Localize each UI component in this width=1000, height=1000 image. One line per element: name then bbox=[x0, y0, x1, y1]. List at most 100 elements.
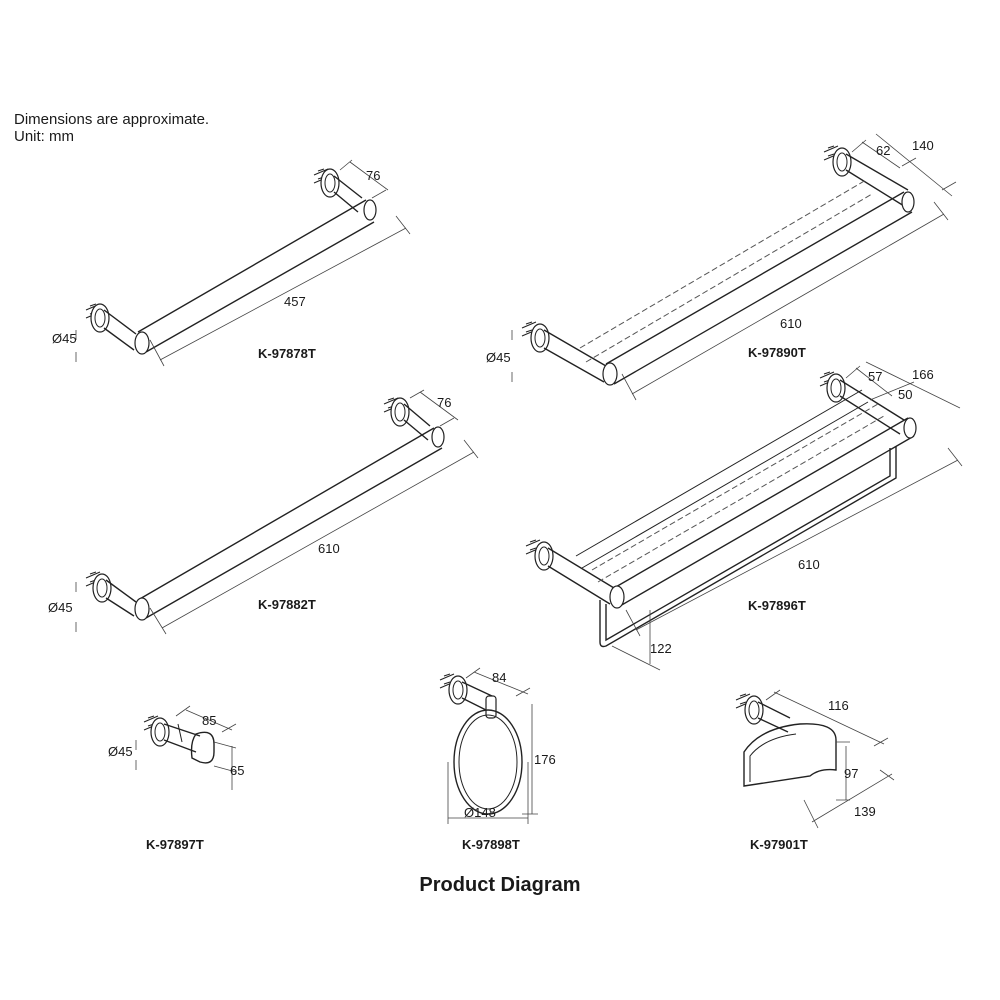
dim-diameter: Ø45 bbox=[486, 350, 511, 365]
bar-end-cap bbox=[901, 191, 915, 213]
model-label: K-97898T bbox=[462, 837, 520, 852]
post-left bbox=[105, 579, 137, 617]
dim-projection-total: 140 bbox=[912, 138, 934, 153]
product-k97882t: 610 76 Ø45 K-97882T bbox=[48, 389, 479, 635]
product-k97878t: 457 76 Ø45 K-97878T bbox=[52, 159, 411, 367]
post-left bbox=[103, 309, 137, 351]
ring-holder bbox=[485, 695, 497, 719]
back-bar-hidden bbox=[579, 179, 873, 363]
paper-holder-cover bbox=[743, 723, 837, 787]
hook-post bbox=[163, 723, 201, 753]
cover-inner-edge bbox=[749, 733, 797, 782]
middle-shelf-rail-hidden bbox=[591, 403, 885, 583]
wall-mount-left bbox=[85, 571, 112, 603]
dim-width: 139 bbox=[854, 804, 876, 819]
towel-ring-inner bbox=[458, 714, 518, 810]
note-unit: Unit: mm bbox=[14, 128, 74, 145]
wall-mount bbox=[143, 715, 170, 747]
dim-projection-front: 62 bbox=[876, 143, 890, 158]
dim-length: 457 bbox=[284, 294, 306, 309]
bar-end-cap bbox=[134, 331, 150, 355]
towel-ring-outer bbox=[453, 709, 523, 815]
dim-line-ring-diameter bbox=[447, 762, 529, 824]
dim-diameter: Ø45 bbox=[52, 331, 77, 346]
wall-mount-left bbox=[85, 303, 110, 333]
product-k97901t: 116 97 139 K-97901T bbox=[735, 689, 895, 852]
bar-end-cap bbox=[363, 199, 377, 221]
product-k97896t: 610 57 50 166 122 K-97896T bbox=[525, 361, 963, 671]
model-label: K-97897T bbox=[146, 837, 204, 852]
towel-bar bbox=[137, 199, 375, 353]
dim-length: 610 bbox=[780, 316, 802, 331]
bar-end-cap bbox=[903, 417, 917, 439]
dim-line-length bbox=[149, 439, 479, 635]
dim-line-projection bbox=[765, 689, 889, 747]
bar-end-cap bbox=[431, 426, 445, 448]
product-k97897t: 85 65 Ø45 K-97897T bbox=[108, 705, 244, 852]
dim-line-height bbox=[213, 741, 237, 790]
model-label: K-97896T bbox=[748, 598, 806, 613]
robe-hook-body bbox=[190, 731, 215, 764]
dim-diameter: Ø45 bbox=[48, 600, 73, 615]
bar-end-cap bbox=[609, 585, 625, 609]
dim-line-length bbox=[625, 447, 963, 637]
dim-line-drop bbox=[611, 610, 661, 671]
dim-length: 610 bbox=[318, 541, 340, 556]
wall-mount-right bbox=[823, 145, 852, 177]
dim-line-projection bbox=[851, 133, 957, 197]
dim-drop: 122 bbox=[650, 641, 672, 656]
dim-line-projection bbox=[845, 361, 961, 409]
dim-projection-b: 50 bbox=[898, 387, 912, 402]
dim-line-length bbox=[621, 201, 949, 401]
dim-diameter: Ø45 bbox=[108, 744, 133, 759]
wall-mount bbox=[735, 693, 764, 725]
dim-length: 610 bbox=[798, 557, 820, 572]
dim-projection-a: 57 bbox=[868, 369, 882, 384]
dim-line-projection bbox=[465, 667, 531, 697]
model-label: K-97882T bbox=[258, 597, 316, 612]
model-label: K-97890T bbox=[748, 345, 806, 360]
towel-bar bbox=[137, 427, 443, 619]
post-right bbox=[403, 403, 431, 441]
wall-mount bbox=[439, 673, 468, 705]
wall-mount-left bbox=[525, 539, 554, 571]
lower-towel-bar bbox=[599, 446, 897, 648]
dim-projection: 116 bbox=[828, 698, 849, 713]
dim-line-width bbox=[803, 769, 895, 829]
product-k97898t: 84 176 Ø148 K-97898T bbox=[439, 667, 556, 852]
dim-projection: 84 bbox=[492, 670, 506, 685]
dim-ring-diameter: Ø148 bbox=[464, 805, 496, 820]
dim-height: 176 bbox=[534, 752, 556, 767]
rear-shelf-rail bbox=[575, 389, 869, 569]
dim-projection-total: 166 bbox=[912, 367, 934, 382]
dim-line-height bbox=[522, 704, 538, 815]
dim-height: 65 bbox=[230, 763, 244, 778]
dim-line-projection bbox=[409, 389, 459, 427]
model-label: K-97901T bbox=[750, 837, 808, 852]
dim-height: 97 bbox=[844, 766, 858, 781]
dim-projection: 85 bbox=[202, 713, 216, 728]
dim-line-length bbox=[149, 215, 411, 367]
front-bar bbox=[605, 191, 913, 385]
post-right bbox=[333, 175, 363, 213]
hook-detail bbox=[177, 723, 183, 743]
dim-projection: 76 bbox=[437, 395, 451, 410]
dim-line-projection bbox=[339, 159, 389, 199]
bar-end-cap bbox=[602, 362, 618, 386]
page-title: Product Diagram bbox=[419, 874, 581, 896]
dim-projection: 76 bbox=[366, 168, 380, 183]
wall-mount-left bbox=[521, 321, 550, 353]
front-shelf-rail bbox=[613, 417, 915, 607]
dim-line-height bbox=[836, 741, 850, 801]
product-k97890t: 610 62 140 Ø45 K-97890T bbox=[486, 133, 957, 401]
post-left bbox=[543, 329, 607, 383]
post-left bbox=[547, 547, 615, 605]
post-right bbox=[845, 153, 909, 207]
dim-line-projection bbox=[175, 705, 237, 733]
note-approximate: Dimensions are approximate. bbox=[14, 111, 210, 128]
holder-post bbox=[757, 701, 791, 733]
model-label: K-97878T bbox=[258, 346, 316, 361]
bar-end-cap bbox=[134, 597, 150, 621]
